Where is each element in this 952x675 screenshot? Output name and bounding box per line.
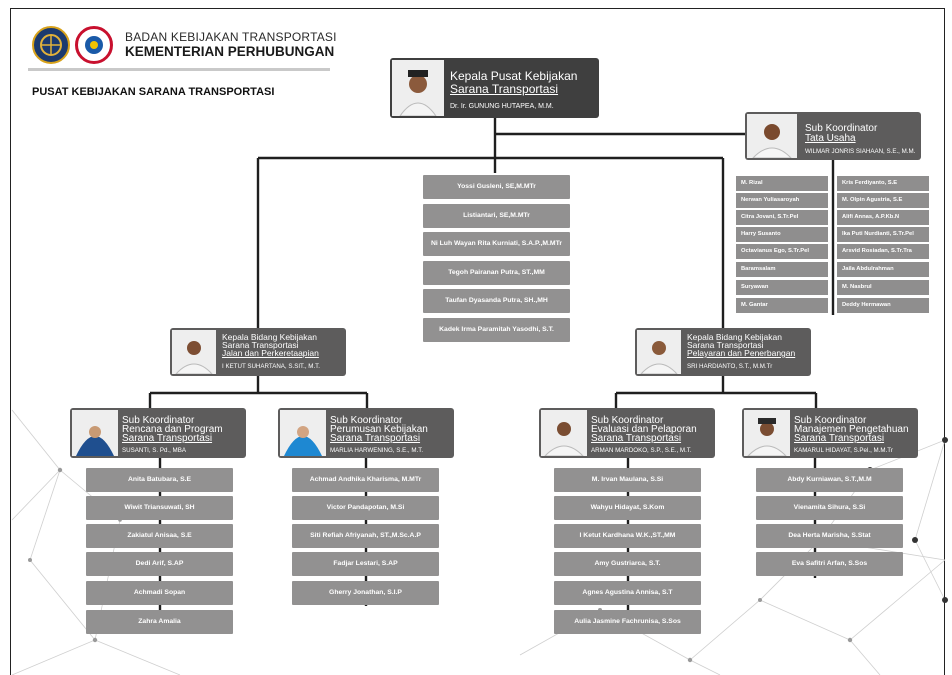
sub-evaluasi-title-line1: Sub Koordinator: [591, 415, 664, 426]
head-photo: [392, 60, 444, 116]
staff-item: Tegoh Pairanan Putra, ST.,MM: [423, 261, 570, 285]
staff-item: M. Irvan Maulana, S.Si: [554, 468, 701, 492]
staff-item: Aulia Jasmine Fachrunisa, S.Sos: [554, 610, 701, 634]
staff-item: Nerwan Yuliasaroyah: [736, 193, 828, 208]
staff-item: Kris Ferdiyanto, S.E: [837, 176, 929, 191]
sub-evaluasi-name: ARMAN MARDOKO, S.P., S.E., M.T.: [591, 447, 692, 454]
tata-usaha-photo: [747, 114, 797, 158]
sub-rencana-title-line2: Rencana dan Program: [122, 424, 223, 435]
sub-rencana-title-line1: Sub Koordinator: [122, 415, 195, 426]
staff-item: M. Olpin Agustria, S.E: [837, 193, 929, 208]
bidang-right-title-line3: Pelayaran dan Penerbangan: [687, 348, 796, 358]
sub-manajemen-title-line2: Manajemen Pengetahuan: [794, 424, 909, 435]
sub-manajemen-name: KAMARUL HIDAYAT, S.Pel., M.M.Tr: [794, 447, 893, 454]
sub-evaluasi-title-line3: Sarana Transportasi: [591, 433, 682, 444]
staff-item: Victor Pandapotan, M.Si: [292, 496, 439, 520]
org-name-line2: KEMENTERIAN PERHUBUNGAN: [125, 44, 335, 59]
staff-item: Harry Susanto: [736, 227, 828, 242]
sub-rencana-name: SUSANTI, S. Pd., MBA: [122, 447, 186, 454]
head-title-line2: Sarana Transportasi: [450, 82, 559, 96]
staff-item: Kadek Irma Paramitah Yasodhi, S.T.: [423, 318, 570, 342]
staff-item: Dedi Arif, S.AP: [86, 552, 233, 576]
staff-item: Zahra Amalia: [86, 610, 233, 634]
tata-usaha-title-line1: Sub Koordinator: [805, 123, 878, 134]
staff-item: Gherry Jonathan, S.I.P: [292, 581, 439, 605]
bidang-right-name: SRI HARDIANTO, S.T., M.M.Tr: [687, 363, 773, 370]
header-divider: [28, 68, 330, 71]
staff-item: Anita Batubara, S.E: [86, 468, 233, 492]
staff-item: Siti Refiah Afriyanah, ST.,M.Sc.A.P: [292, 524, 439, 548]
staff-item: Citra Jovani, S.Tr.Pel: [736, 210, 828, 225]
staff-item: Wahyu Hidayat, S.Kom: [554, 496, 701, 520]
staff-item: Arsvid Rosiadan, S.Tr.Tra: [837, 244, 929, 259]
staff-item: Alifi Annas, A.P.Kb.N: [837, 210, 929, 225]
staff-item: M. Nasbrul: [837, 280, 929, 295]
org-name-line1: BADAN KEBIJAKAN TRANSPORTASI: [125, 30, 337, 44]
staff-item: Zakiatul Anisaa, S.E: [86, 524, 233, 548]
sub-rencana-photo: [72, 410, 118, 456]
staff-item: Listiantari, SE,M.MTr: [423, 204, 570, 228]
bidang-right-title-line2: Sarana Transportasi: [687, 340, 764, 350]
staff-item: Yossi Gusleni, SE,M.MTr: [423, 175, 570, 199]
head-box: Kepala Pusat Kebijakan Sarana Transporta…: [390, 58, 599, 118]
staff-item: Jaila Abdulrahman: [837, 262, 929, 277]
staff-item: Ni Luh Wayan Rita Kurniati, S.A.P.,M.MTr: [423, 232, 570, 256]
sub-evaluasi-photo: [541, 410, 587, 456]
sub-perumusan-title-line2: Perumusan Kebijakan: [330, 424, 428, 435]
staff-item: Eva Safitri Arfan, S.Sos: [756, 552, 903, 576]
staff-item: Abdy Kurniawan, S.T.,M.M: [756, 468, 903, 492]
staff-item: Agnes Agustina Annisa, S.T: [554, 581, 701, 605]
staff-item: Achmadi Sopan: [86, 581, 233, 605]
badan-kebijakan-logo-icon: [75, 26, 113, 64]
sub-perumusan-box: Sub Koordinator Perumusan Kebijakan Sara…: [278, 408, 454, 458]
bidang-left-name: I KETUT SUHARTANA, S.SIT., M.T.: [222, 363, 320, 370]
ministry-emblem-icon: [32, 26, 70, 64]
head-title-line1: Kepala Pusat Kebijakan: [450, 69, 578, 83]
staff-item: Taufan Dyasanda Putra, SH.,MH: [423, 289, 570, 313]
tata-usaha-name: WILMAR JONRIS SIAHAAN, S.E., M.M.: [805, 148, 916, 155]
sub-manajemen-photo: [744, 410, 790, 456]
staff-item: Wiwit Triansuwati, SH: [86, 496, 233, 520]
sub-evaluasi-box: Sub Koordinator Evaluasi dan Pelaporan S…: [539, 408, 715, 458]
tata-usaha-title-line2: Tata Usaha: [805, 133, 856, 144]
sub-perumusan-title-line3: Sarana Transportasi: [330, 433, 421, 444]
bidang-left-box: Kepala Bidang Kebijakan Sarana Transport…: [170, 328, 346, 376]
bidang-right-title-line1: Kepala Bidang Kebijakan: [687, 332, 782, 342]
tata-usaha-box: Sub Koordinator Tata Usaha WILMAR JONRIS…: [745, 112, 921, 160]
head-name: Dr. Ir. GUNUNG HUTAPEA, M.M.: [450, 103, 554, 110]
staff-item: Suryawan: [736, 280, 828, 295]
staff-item: M. Rizal: [736, 176, 828, 191]
staff-item: Dea Herta Marisha, S.Stat: [756, 524, 903, 548]
page-frame: [10, 8, 945, 675]
staff-item: Octavianus Ego, S.Tr.Pel: [736, 244, 828, 259]
sub-perumusan-title-line1: Sub Koordinator: [330, 415, 403, 426]
staff-item: Achmad Andhika Kharisma, M.MTr: [292, 468, 439, 492]
sub-perumusan-name: MARLIA HARWENING, S.E., M.T.: [330, 447, 424, 454]
bidang-right-box: Kepala Bidang Kebijakan Sarana Transport…: [635, 328, 811, 376]
bidang-right-photo: [637, 330, 681, 374]
bidang-left-title-line3: Jalan dan Perkeretaapian: [222, 348, 319, 358]
sub-manajemen-box: Sub Koordinator Manajemen Pengetahuan Sa…: [742, 408, 918, 458]
bidang-left-title-line1: Kepala Bidang Kebijakan: [222, 332, 317, 342]
sub-rencana-title-line3: Sarana Transportasi: [122, 433, 213, 444]
staff-item: I Ketut Kardhana W.K.,ST.,MM: [554, 524, 701, 548]
bidang-left-title-line2: Sarana Transportasi: [222, 340, 299, 350]
unit-title: PUSAT KEBIJAKAN SARANA TRANSPORTASI: [32, 86, 275, 98]
sub-manajemen-title-line1: Sub Koordinator: [794, 415, 867, 426]
staff-item: Baramsalam: [736, 262, 828, 277]
staff-item: M. Gantar: [736, 298, 828, 313]
sub-perumusan-photo: [280, 410, 326, 456]
sub-evaluasi-title-line2: Evaluasi dan Pelaporan: [591, 424, 697, 435]
staff-item: Deddy Hermawan: [837, 298, 929, 313]
staff-item: Ika Puti Nurdianti, S.Tr.Pel: [837, 227, 929, 242]
staff-item: Fadjar Lestari, S.AP: [292, 552, 439, 576]
bidang-left-photo: [172, 330, 216, 374]
staff-item: Amy Gustriarca, S.T.: [554, 552, 701, 576]
sub-manajemen-title-line3: Sarana Transportasi: [794, 433, 885, 444]
sub-rencana-box: Sub Koordinator Rencana dan Program Sara…: [70, 408, 246, 458]
staff-item: Vienamita Sihura, S.Si: [756, 496, 903, 520]
